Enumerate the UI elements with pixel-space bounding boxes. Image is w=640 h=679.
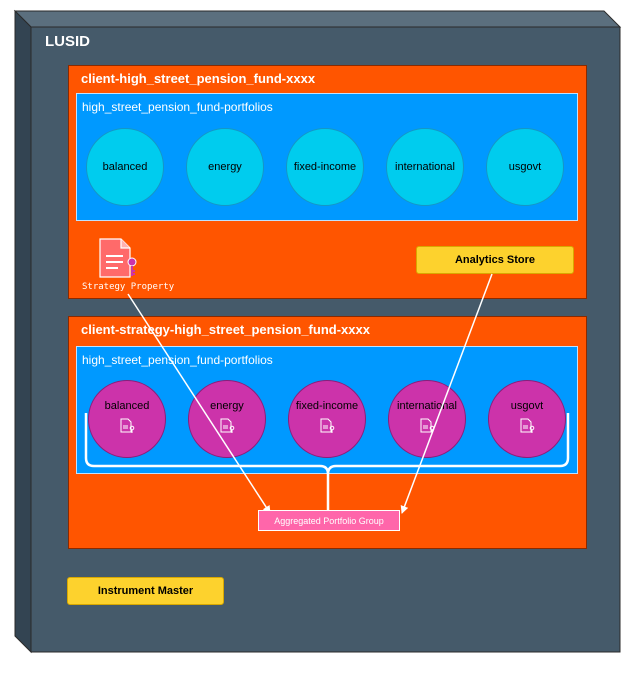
document-key-icon: [520, 418, 535, 433]
portfolio-fixed-income[interactable]: fixed-income: [288, 380, 366, 458]
portfolio-usgovt[interactable]: usgovt: [486, 128, 564, 206]
portfolio-energy[interactable]: energy: [188, 380, 266, 458]
portfolio-label: usgovt: [510, 400, 544, 412]
portfolio-label: fixed-income: [295, 400, 359, 412]
document-key-icon: [99, 238, 137, 278]
domain-title: client-strategy-high_street_pension_fund…: [81, 322, 370, 337]
document-key-icon: [220, 418, 235, 433]
portfolio-usgovt[interactable]: usgovt: [488, 380, 566, 458]
strategy-property-label: Strategy Property: [82, 282, 175, 292]
instrument-master[interactable]: Instrument Master: [67, 577, 224, 605]
portfolio-balanced[interactable]: balanced: [86, 128, 164, 206]
portfolio-balanced[interactable]: balanced: [88, 380, 166, 458]
document-key-icon: [420, 418, 435, 433]
aggregated-portfolio-group[interactable]: Aggregated Portfolio Group: [258, 510, 400, 531]
analytics-store[interactable]: Analytics Store: [416, 246, 574, 274]
portfolio-label: energy: [210, 400, 244, 412]
portfolio-label: balanced: [104, 400, 150, 412]
document-key-icon: [120, 418, 135, 433]
portfolio-international[interactable]: international: [386, 128, 464, 206]
scope-title: high_street_pension_fund-portfolios: [82, 353, 273, 367]
portfolio-label: international: [397, 400, 457, 412]
scope-title: high_street_pension_fund-portfolios: [82, 100, 273, 114]
lusid-title: LUSID: [45, 33, 90, 50]
document-key-icon: [320, 418, 335, 433]
domain-title: client-high_street_pension_fund-xxxx: [81, 71, 316, 86]
portfolio-international[interactable]: international: [388, 380, 466, 458]
portfolio-energy[interactable]: energy: [186, 128, 264, 206]
portfolio-fixed-income[interactable]: fixed-income: [286, 128, 364, 206]
